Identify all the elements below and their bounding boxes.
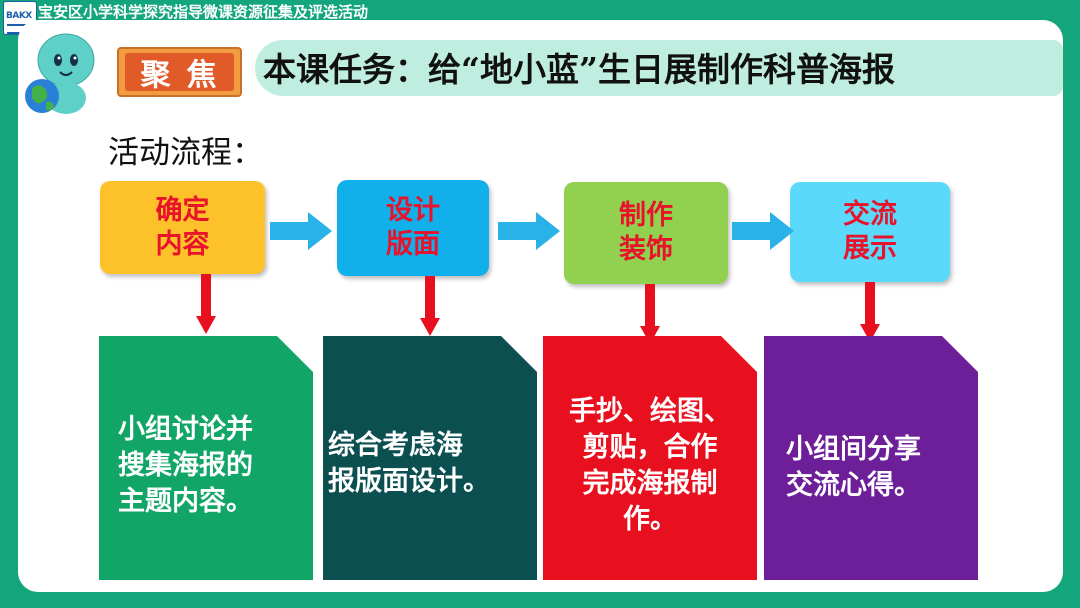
step-label: 交流 展示	[843, 199, 897, 264]
card-text: 手抄、绘图、 剪贴，合作 完成海报制 作。	[569, 396, 731, 535]
card-group-discussion	[99, 336, 313, 580]
step-label: 制作 装饰	[619, 200, 673, 265]
down-arrow-icon	[640, 284, 660, 344]
focus-tag-label: 聚焦	[140, 58, 233, 93]
card-layout-design	[323, 336, 537, 580]
right-arrow-icon	[732, 212, 794, 250]
card-text: 综合考虑海 报版面设计。	[328, 430, 490, 497]
mascot-globe-icon	[25, 33, 95, 114]
task-banner	[255, 40, 1063, 96]
card-share-experience	[764, 336, 978, 580]
card-text: 小组讨论并 搜集海报的 主题内容。	[118, 414, 253, 517]
right-arrow-icon	[498, 212, 560, 250]
logo-text: BAKX	[6, 11, 32, 21]
step-determine-content: 确定 内容	[100, 181, 265, 274]
step-make-decorate: 制作 装饰	[564, 182, 728, 284]
right-arrow-icon	[270, 212, 332, 250]
down-arrow-icon	[420, 276, 440, 336]
card-make-poster	[543, 336, 757, 580]
step-label: 设计 版面	[386, 195, 440, 260]
card-text: 小组间分享 交流心得。	[786, 434, 921, 501]
flow-label: 活动流程：	[108, 135, 263, 171]
task-title: 本课任务：给“地小蓝”生日展制作科普海报	[263, 50, 895, 89]
down-arrow-icon	[860, 282, 880, 342]
focus-tag: 聚焦	[117, 47, 242, 97]
step-share-display: 交流 展示	[790, 182, 950, 282]
step-design-layout: 设计 版面	[337, 180, 489, 276]
focus-tag-inner: 聚焦	[125, 53, 234, 93]
step-label: 确定 内容	[155, 194, 210, 260]
top-bar	[0, 0, 1080, 22]
activity-title: 宝安区小学科学探究指导微课资源征集及评选活动	[38, 3, 369, 21]
down-arrow-icon	[196, 274, 216, 334]
